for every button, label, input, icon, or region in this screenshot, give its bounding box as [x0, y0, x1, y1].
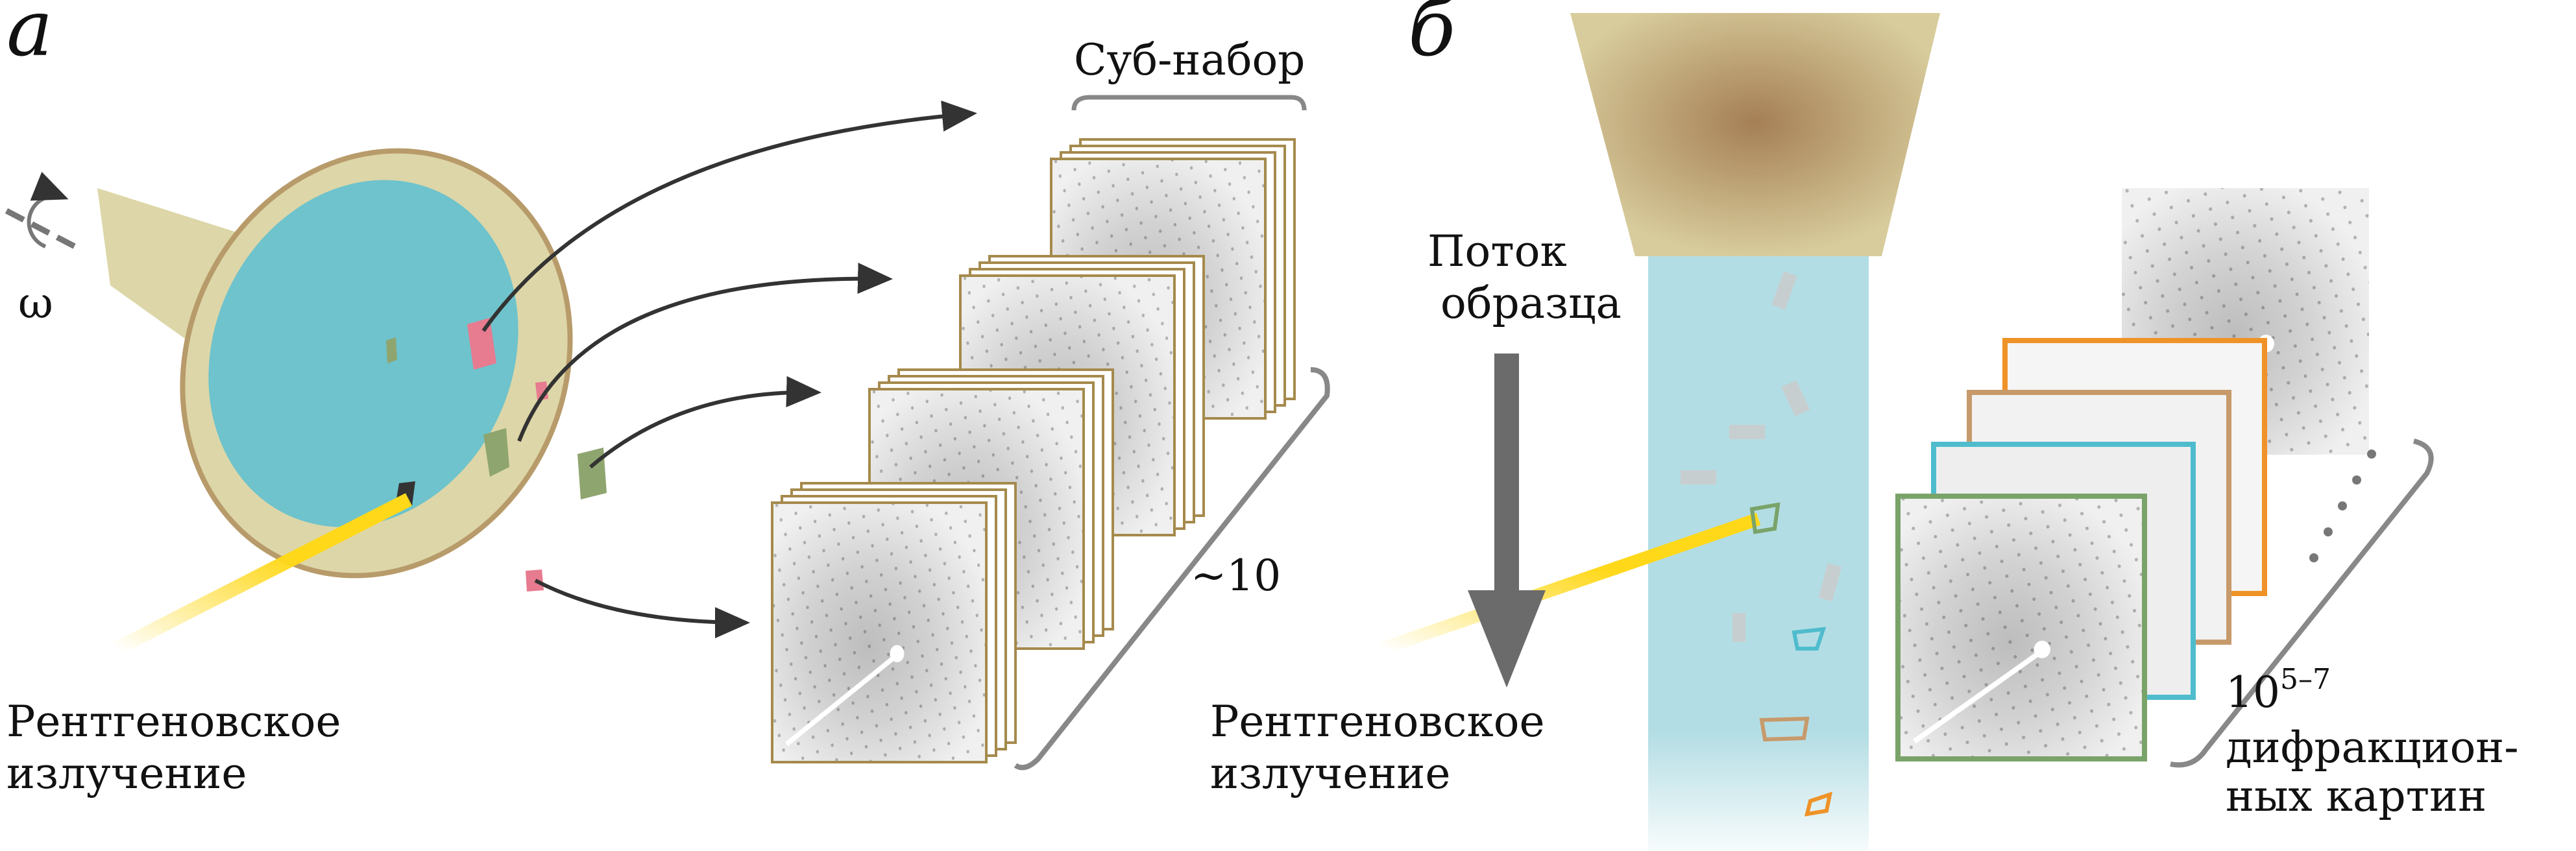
rotation-indicator: ω	[5, 171, 83, 328]
frame-stack	[772, 482, 1017, 762]
count-exponent: 5–7	[2280, 663, 2331, 696]
subset-bracket	[1071, 95, 1307, 111]
flow-arrow	[1468, 354, 1546, 688]
flow-label-line1: Поток	[1428, 226, 1567, 276]
sample-dish	[208, 180, 518, 527]
panel-b-letter: б	[1408, 0, 1456, 74]
crystal-green-hit	[1749, 502, 1780, 534]
count-bracket-b	[2170, 438, 2434, 768]
flow-label-line2: образца	[1440, 278, 1622, 328]
crystal-arrows	[481, 101, 977, 638]
diffraction-frames	[1898, 188, 2369, 759]
crystal-tan	[1759, 716, 1810, 742]
subset-stacks	[772, 138, 1296, 762]
xray-label-b-line2: излучение	[1210, 749, 1450, 798]
crystal-cyan	[1792, 627, 1827, 651]
panel-a-letter: а	[6, 0, 53, 74]
count-label-a: ~10	[1191, 551, 1281, 601]
count-label-b-line1: дифракцион-	[2226, 723, 2519, 773]
count-label-b: 105–7	[2226, 663, 2331, 717]
xray-beam-a	[113, 493, 413, 655]
xray-label-b-line1: Рентгеновское	[1210, 697, 1545, 747]
sample-flow-stream	[1648, 253, 1869, 851]
count-label-b-line2: ных картин	[2226, 771, 2486, 821]
injector-nozzle	[1570, 13, 1940, 256]
xray-label-a-line2: излучение	[6, 749, 247, 798]
continuation-dots	[2309, 449, 2376, 562]
xray-beam-b	[1379, 512, 1761, 655]
xray-label-a-line1: Рентгеновское	[6, 697, 341, 747]
omega-label: ω	[18, 278, 53, 328]
count-base: 10	[2226, 667, 2280, 717]
count-bracket-a	[1014, 367, 1330, 771]
crystal-orange	[1804, 791, 1832, 817]
flowing-crystals	[1681, 271, 1842, 642]
subset-label: Суб-набор	[1074, 35, 1305, 85]
frame-green	[1898, 496, 2145, 759]
